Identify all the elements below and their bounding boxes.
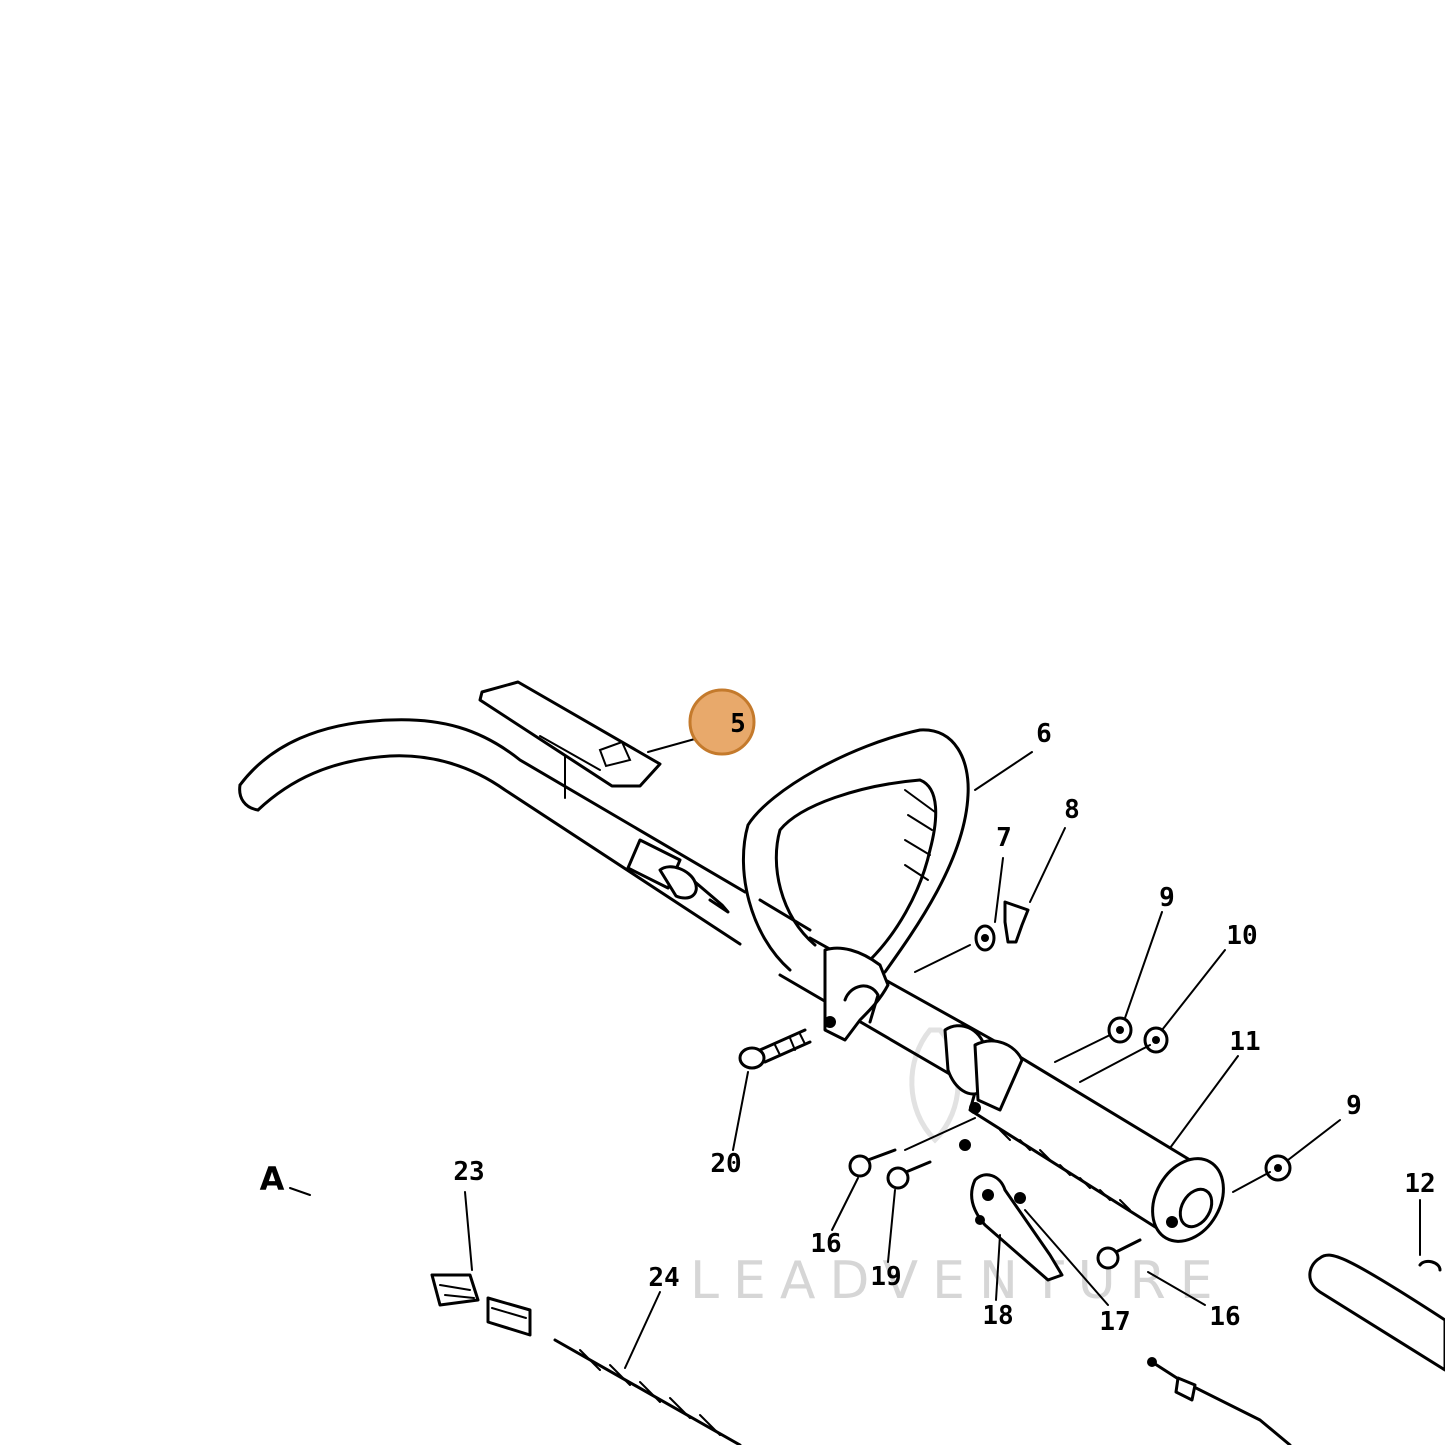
callout-9a[interactable]: 9	[1159, 883, 1175, 913]
nut-7	[974, 924, 996, 952]
screw-19	[886, 1160, 932, 1190]
cable-bottom	[1147, 1357, 1292, 1445]
callout-19[interactable]: 19	[870, 1262, 901, 1292]
callout-11[interactable]: 11	[1229, 1027, 1260, 1057]
screw-16a	[848, 1148, 897, 1178]
nut-9b	[1264, 1154, 1292, 1182]
callout-23[interactable]: 23	[453, 1157, 484, 1187]
shaft-24	[553, 1338, 742, 1445]
watermark: LEADVENTURE	[690, 1027, 1227, 1311]
cable-clamp	[626, 838, 730, 914]
throttle-lever	[970, 1173, 1064, 1282]
callout-24[interactable]: 24	[648, 1263, 679, 1293]
throttle-grip	[943, 1024, 1225, 1243]
callout-12[interactable]: 12	[1404, 1169, 1435, 1199]
callout-6[interactable]: 6	[1036, 719, 1052, 749]
screw-16b	[1096, 1238, 1142, 1270]
section-label: A	[260, 1160, 285, 1198]
callout-16a[interactable]: 16	[810, 1229, 841, 1259]
callout-18[interactable]: 18	[982, 1301, 1013, 1331]
loop-handle	[741, 728, 970, 1042]
callout-16b[interactable]: 16	[1209, 1302, 1240, 1332]
callout-20[interactable]: 20	[710, 1149, 741, 1179]
wing-nut-8	[1003, 900, 1030, 944]
callout-8[interactable]: 8	[1064, 795, 1080, 825]
label-plate	[478, 680, 662, 788]
washer-10	[1143, 1026, 1169, 1054]
bolt-20	[738, 1028, 812, 1070]
callout-labels: 5 6 7 8 9 10 11 9 12 16 16 17 18 19 20 2…	[260, 709, 1436, 1337]
callout-5[interactable]: 5	[730, 709, 746, 739]
watermark-text: LEADVENTURE	[690, 1251, 1227, 1311]
callout-7[interactable]: 7	[996, 823, 1012, 853]
tube-12	[1308, 1253, 1445, 1372]
callout-10[interactable]: 10	[1226, 921, 1257, 951]
shaft-tube	[238, 718, 1002, 1082]
highlight-marker[interactable]	[688, 688, 756, 756]
callout-9b[interactable]: 9	[1346, 1091, 1362, 1121]
shaft-23	[430, 1273, 532, 1337]
callout-17[interactable]: 17	[1099, 1307, 1130, 1337]
leader-lines	[289, 731, 1421, 1369]
nut-9a	[1107, 1016, 1133, 1044]
